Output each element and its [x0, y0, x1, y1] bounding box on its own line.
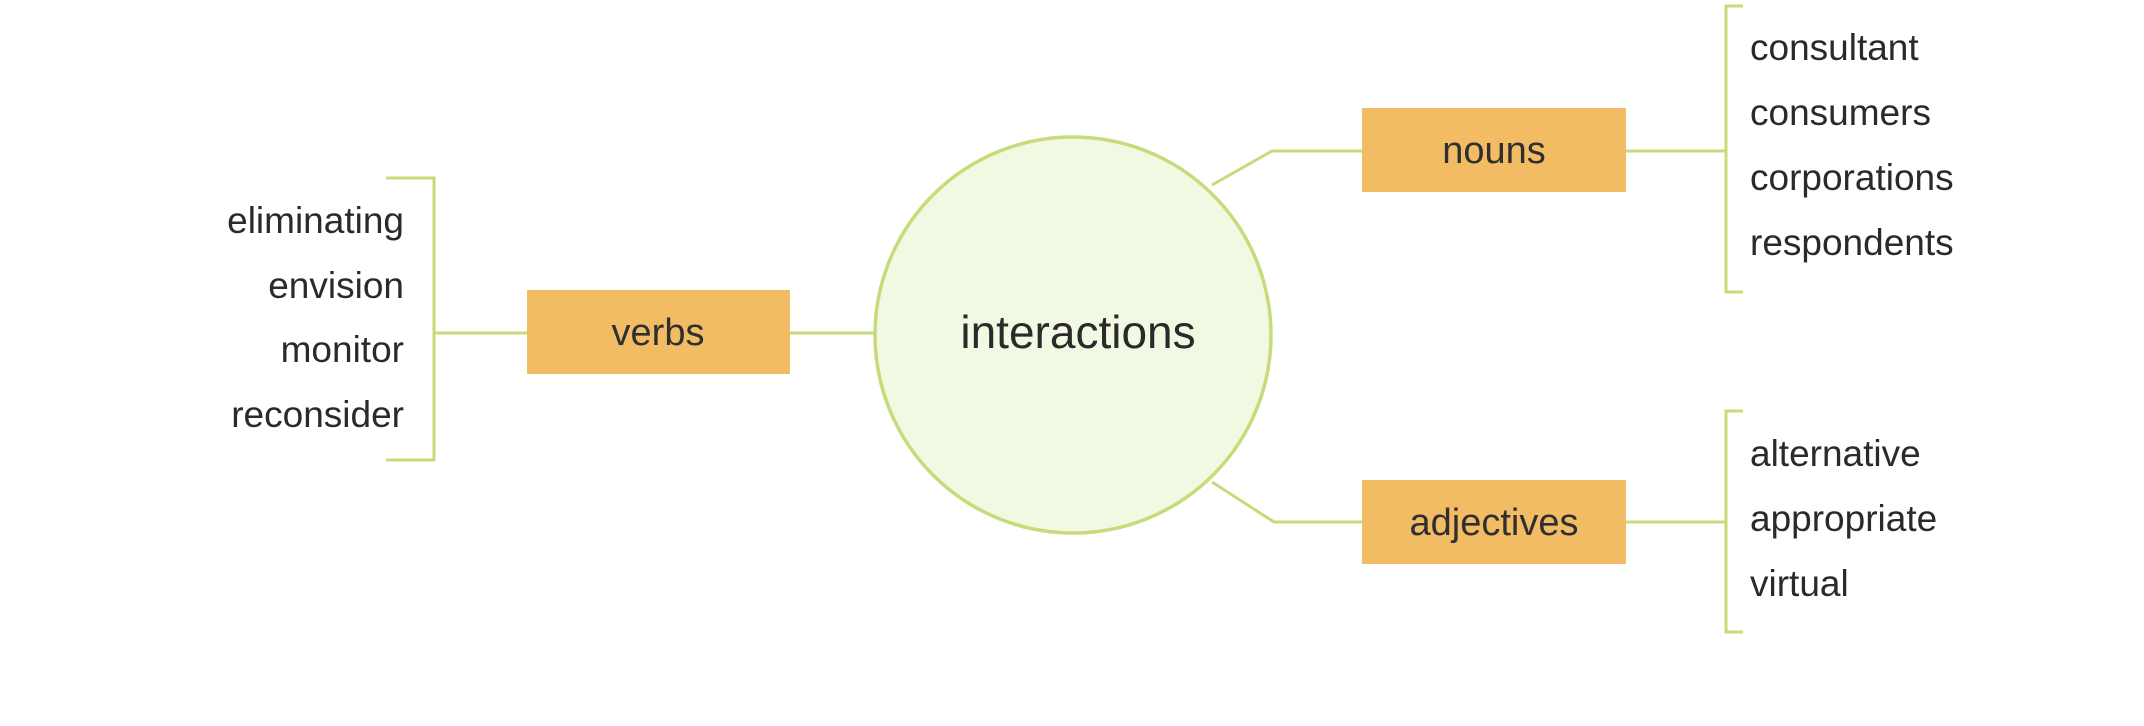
- verbs-word: monitor: [281, 329, 404, 370]
- verbs-word: reconsider: [231, 394, 404, 435]
- branch-adjectives: adjectives alternative appropriate virtu…: [1362, 433, 1937, 604]
- verbs-box: [527, 290, 790, 374]
- hub-node: interactions: [873, 135, 1273, 535]
- connector-hub-nouns: [1211, 149, 1362, 187]
- verbs-word-list: eliminating envision monitor reconsider: [227, 200, 404, 435]
- adjectives-word: virtual: [1750, 563, 1849, 604]
- connector-lines: [434, 149, 1726, 524]
- verbs-word: envision: [268, 265, 404, 306]
- brackets: [386, 4, 1743, 634]
- connector-hub-adjectives: [1211, 480, 1362, 524]
- verbs-word: eliminating: [227, 200, 404, 241]
- hub-label: interactions: [960, 306, 1195, 358]
- nouns-word: corporations: [1750, 157, 1954, 198]
- adjectives-word-list: alternative appropriate virtual: [1750, 433, 1937, 604]
- adjectives-word: alternative: [1750, 433, 1921, 474]
- verbs-label: verbs: [612, 312, 705, 354]
- adjectives-box: [1362, 480, 1626, 564]
- bracket-nouns: [1724, 4, 1743, 294]
- nouns-label: nouns: [1442, 130, 1546, 172]
- nouns-box: [1362, 108, 1626, 192]
- adjectives-word: appropriate: [1750, 498, 1937, 539]
- nouns-word: respondents: [1750, 222, 1954, 263]
- bracket-adjectives: [1724, 409, 1743, 634]
- branch-verbs: verbs eliminating envision monitor recon…: [227, 200, 790, 435]
- branch-nouns: nouns consultant consumers corporations …: [1362, 27, 1954, 263]
- bracket-verbs: [386, 176, 436, 462]
- hub-circle: [873, 135, 1273, 535]
- nouns-word: consumers: [1750, 92, 1931, 133]
- nouns-word-list: consultant consumers corporations respon…: [1750, 27, 1954, 263]
- adjectives-label: adjectives: [1410, 502, 1579, 544]
- nouns-word: consultant: [1750, 27, 1919, 68]
